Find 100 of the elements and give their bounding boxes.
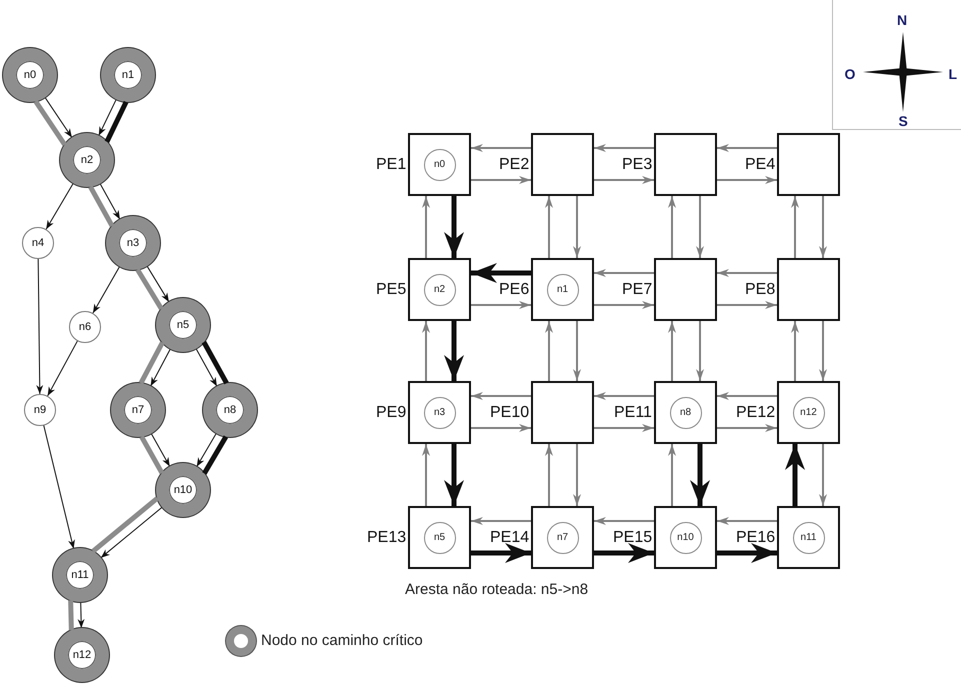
arrow	[717, 144, 777, 152]
arrow	[471, 144, 531, 152]
mapped-task-circle: n10	[670, 522, 702, 554]
arrow	[44, 96, 72, 138]
arrow	[573, 321, 581, 381]
highlight-line	[68, 600, 74, 630]
processor-box	[531, 506, 594, 569]
arrow	[36, 258, 44, 394]
arrow	[444, 321, 464, 381]
arrow	[196, 432, 217, 468]
arrow	[98, 98, 117, 136]
arrow	[717, 543, 777, 563]
compass-letter: O	[844, 66, 856, 82]
arrow	[717, 269, 777, 277]
arrow	[717, 392, 777, 400]
processor-label: PE16	[736, 528, 776, 546]
arrow	[146, 266, 170, 302]
critical-task-node: n7	[111, 383, 165, 437]
task-node: n9	[24, 394, 56, 426]
mapped-task-circle: n5	[424, 522, 456, 554]
critical-task-node: n10	[156, 463, 210, 517]
critical-task-node: n11	[53, 548, 107, 602]
highlight-line	[202, 435, 228, 475]
arrow	[791, 321, 799, 381]
mapped-task-circle: n0	[424, 148, 456, 180]
processor-label: PE10	[490, 404, 530, 422]
arrow	[573, 444, 581, 506]
highlight-line	[139, 436, 164, 474]
processor-box	[654, 133, 717, 196]
highlight-line	[202, 340, 229, 384]
highlight-line	[34, 100, 67, 146]
arrow	[668, 196, 676, 258]
arrow	[594, 269, 654, 277]
processor-box	[408, 133, 471, 196]
processor-box	[531, 258, 594, 321]
task-node: n4	[22, 227, 54, 259]
mapped-task-circle: n12	[792, 396, 824, 428]
processor-box	[408, 506, 471, 569]
arrow	[819, 444, 827, 506]
processor-box	[777, 381, 840, 444]
arrow	[717, 176, 777, 184]
arrow	[196, 348, 218, 387]
critical-task-node: n0	[3, 48, 57, 102]
arrow	[46, 182, 74, 230]
arrow	[594, 517, 654, 525]
arrow	[594, 424, 654, 432]
highlight-line	[88, 186, 114, 228]
processor-box	[531, 381, 594, 444]
critical-task-node: n3	[106, 216, 160, 270]
arrow	[791, 196, 799, 258]
processor-box	[777, 258, 840, 321]
highlight-line	[135, 268, 164, 310]
processor-label: PE5	[376, 280, 406, 298]
mapped-task-circle: n8	[670, 396, 702, 428]
arrow	[471, 424, 531, 432]
arrow	[545, 321, 553, 381]
arrow	[150, 348, 171, 387]
arrow	[717, 424, 777, 432]
mapped-task-circle: n11	[792, 522, 824, 554]
arrow	[696, 321, 704, 381]
task-node: n6	[69, 311, 101, 343]
processor-box	[777, 133, 840, 196]
arrow	[100, 506, 163, 558]
arrow	[717, 517, 777, 525]
arrow	[444, 444, 464, 506]
processor-label: PE14	[490, 528, 530, 546]
processor-label: PE1	[376, 156, 406, 174]
arrow	[594, 392, 654, 400]
arrow	[471, 517, 531, 525]
processor-box	[777, 506, 840, 569]
mapped-task-circle: n3	[424, 396, 456, 428]
arrow	[471, 176, 531, 184]
mapped-task-circle: n2	[424, 274, 456, 306]
processor-label: PE8	[745, 280, 776, 298]
arrow	[150, 433, 170, 467]
arrow	[668, 321, 676, 381]
highlight-line	[104, 100, 128, 143]
arrow	[422, 196, 430, 258]
arrow	[819, 196, 827, 258]
processor-label: PE13	[367, 528, 406, 546]
compass-letter: N	[897, 12, 908, 28]
arrow	[785, 444, 805, 506]
arrow	[422, 321, 430, 381]
arrow	[471, 543, 531, 563]
processor-label: PE15	[613, 528, 652, 546]
processor-box	[531, 133, 594, 196]
compass-letter: S	[898, 113, 908, 129]
arrow	[717, 301, 777, 309]
arrow	[696, 196, 704, 258]
processor-box	[408, 258, 471, 321]
arrow	[594, 144, 654, 152]
processor-label: PE7	[622, 280, 652, 298]
arrow	[444, 196, 464, 258]
processor-box	[654, 506, 717, 569]
processor-box	[654, 381, 717, 444]
mapped-task-circle: n7	[546, 522, 578, 554]
arrow	[545, 444, 553, 506]
arrow	[545, 196, 553, 258]
processor-box	[654, 258, 717, 321]
processor-label: PE9	[376, 404, 406, 422]
